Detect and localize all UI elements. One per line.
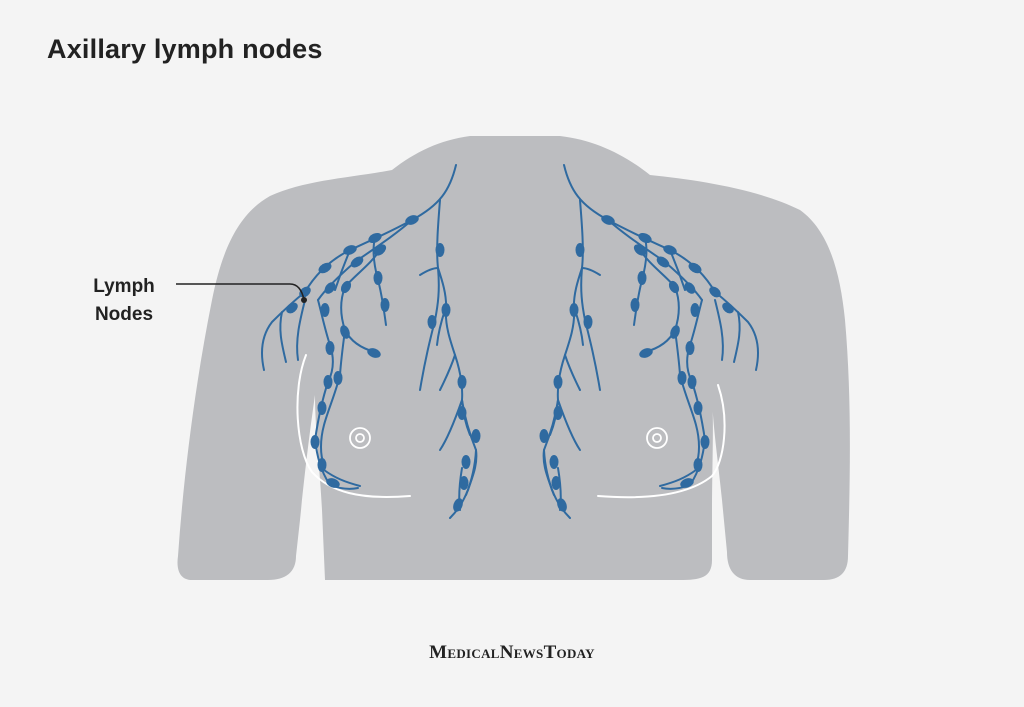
lymph-node bbox=[435, 243, 445, 257]
torso-silhouette bbox=[177, 136, 850, 580]
lymph-node bbox=[317, 401, 327, 415]
lymph-node bbox=[380, 298, 390, 312]
lymph-node bbox=[310, 435, 320, 449]
lymph-node bbox=[405, 215, 419, 225]
lymph-node bbox=[459, 476, 469, 490]
lymph-node bbox=[350, 256, 364, 268]
lymph-node bbox=[320, 303, 330, 317]
lymph-node bbox=[317, 458, 327, 472]
lymph-node bbox=[368, 232, 382, 244]
publisher-logo: MedicalNewsToday bbox=[429, 642, 595, 663]
lymph-nodes-label: Lymph Nodes bbox=[84, 273, 164, 329]
lymph-node bbox=[286, 302, 298, 314]
left-breast-outline bbox=[296, 354, 411, 498]
lymph-node bbox=[441, 303, 451, 317]
left-areola-center bbox=[355, 433, 365, 443]
lymph-node bbox=[373, 271, 383, 285]
nipples bbox=[349, 427, 668, 449]
left-nipple bbox=[349, 427, 371, 449]
lymph-node bbox=[325, 341, 335, 355]
lymph-node bbox=[340, 325, 350, 339]
lymph-node bbox=[326, 478, 340, 488]
left-lymph-network bbox=[261, 164, 481, 519]
lymph-node bbox=[427, 315, 437, 329]
lymph-node bbox=[471, 429, 481, 443]
diagram-title: Axillary lymph nodes bbox=[47, 34, 323, 64]
right-breast-outline bbox=[597, 384, 726, 499]
lymph-node bbox=[343, 245, 357, 255]
lymph-node bbox=[457, 406, 467, 420]
lymph-node bbox=[340, 280, 352, 294]
lymph-nodes-label-line2: Nodes bbox=[94, 304, 154, 325]
breast-outlines bbox=[296, 354, 726, 499]
callout-pointer-dot bbox=[301, 297, 307, 303]
lymph-node bbox=[373, 244, 387, 256]
lymph-node bbox=[461, 455, 471, 469]
lymph-node bbox=[333, 371, 343, 385]
right-nipple bbox=[646, 427, 668, 449]
lymph-node bbox=[318, 262, 332, 274]
right-areola-center bbox=[652, 433, 662, 443]
lymph-node bbox=[367, 348, 381, 358]
lymph-node bbox=[453, 498, 463, 512]
lymph-node bbox=[323, 375, 333, 389]
callout-leader-line bbox=[176, 283, 305, 301]
lymph-nodes-label-line1: Lymph bbox=[93, 276, 155, 297]
lymph-node bbox=[324, 282, 336, 294]
lymph-node bbox=[457, 375, 467, 389]
